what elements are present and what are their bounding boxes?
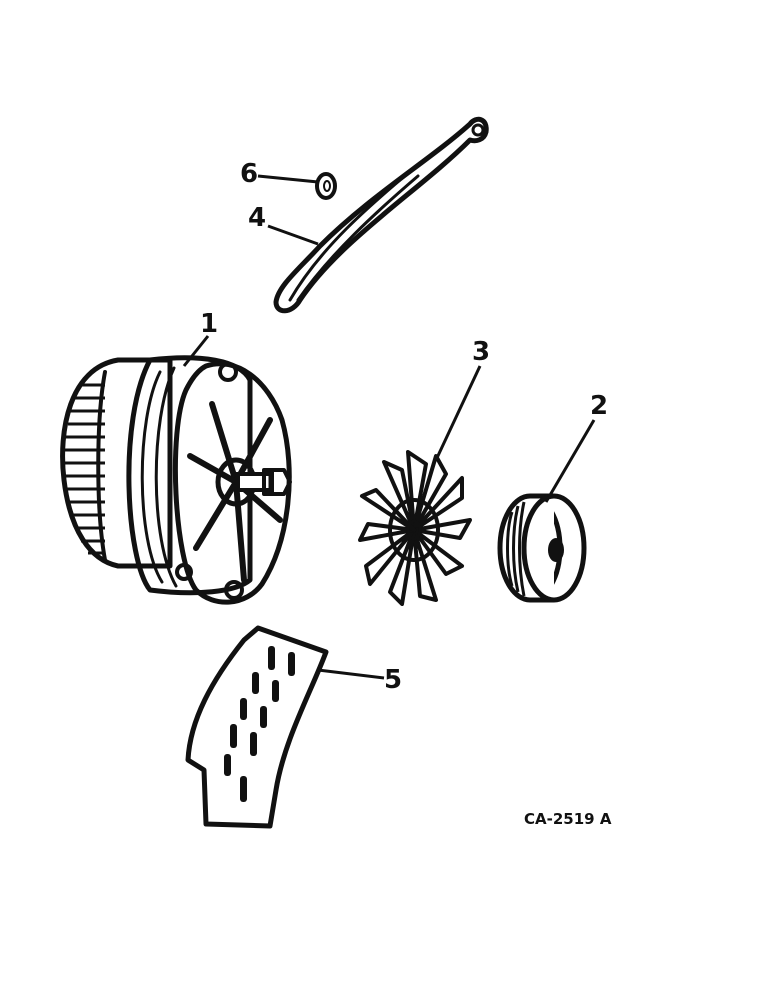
leader-lines [182, 174, 596, 680]
figure-code: CA-2519 A [524, 810, 612, 828]
cooling-fan [358, 450, 472, 606]
callout-4-brace: 4 [248, 203, 266, 233]
washer [315, 172, 337, 200]
alternator-assembly [60, 355, 292, 605]
callout-1-alternator: 1 [200, 309, 218, 339]
adjusting-brace [273, 116, 489, 314]
heat-shield [185, 625, 329, 829]
callout-5-shield: 5 [384, 665, 402, 695]
callout-3-fan: 3 [472, 337, 490, 367]
callout-6-washer: 6 [240, 159, 258, 189]
callout-2-pulley: 2 [590, 391, 608, 421]
pulley [497, 493, 587, 603]
